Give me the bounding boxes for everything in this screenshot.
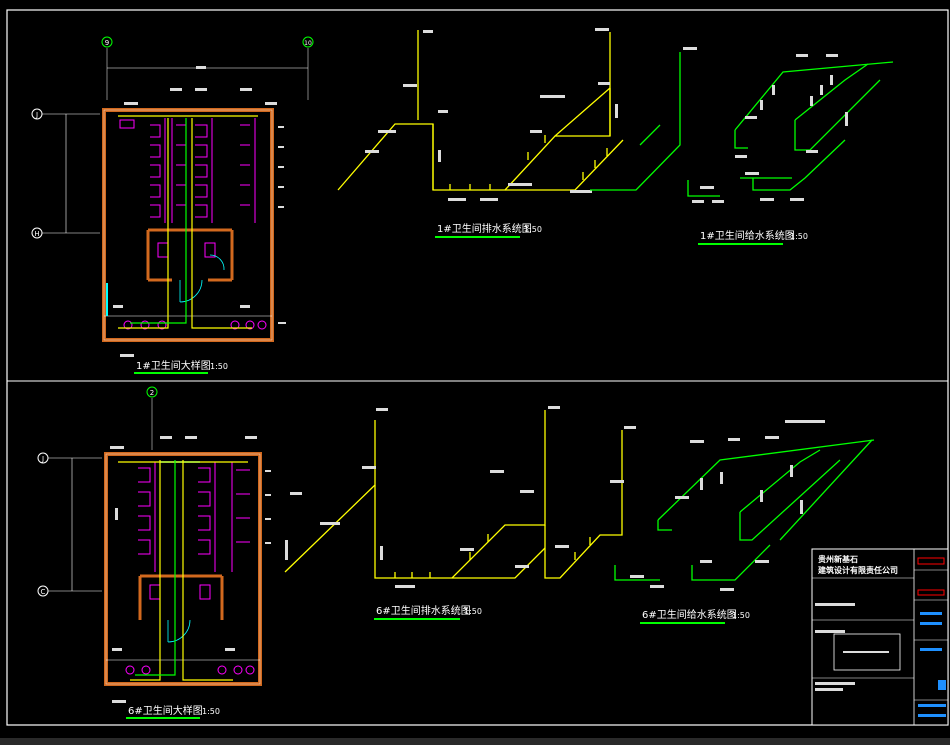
company-name-line2: 建筑设计有限责任公司	[817, 565, 898, 575]
title-drain-6: 6#卫生间排水系统图	[376, 604, 471, 617]
plan-1-stalls-right	[195, 118, 256, 223]
supply-6-annotations	[630, 420, 825, 591]
axis-label-j-1: J	[35, 111, 38, 119]
plan-6-pipes	[118, 460, 248, 681]
title-drain-1: 1#卫生间排水系统图	[437, 222, 532, 235]
plan-6-group: 2 J C	[37, 386, 271, 719]
title-supply-6: 6#卫生间给水系统图	[642, 608, 737, 621]
supply-1-annotations	[683, 47, 848, 203]
title-block: 贵州新基石 建筑设计有限责任公司	[811, 548, 949, 726]
drawing-frame	[6, 9, 949, 726]
plan-1-stalls-left	[150, 118, 186, 223]
plan-1-group: 9 10 J H	[31, 36, 314, 374]
plan-1-annotations	[113, 66, 286, 357]
title-block-frame	[811, 548, 949, 726]
axis-label-j-6: J	[41, 455, 44, 463]
axis-label-2: 2	[150, 389, 154, 397]
scale-plan-6: 1:50	[202, 707, 220, 716]
scale-supply-1: 1:50	[790, 232, 808, 241]
title-block-note-box	[833, 633, 901, 671]
plan-6-stalls	[125, 462, 255, 675]
drain-1-annotations	[365, 28, 618, 201]
axis-bubble-10	[302, 36, 314, 48]
bottom-status-strip	[0, 738, 950, 745]
scale-supply-6: 1:50	[732, 611, 750, 620]
drain-system-6	[284, 410, 623, 579]
plan-1-washbasins	[119, 119, 267, 330]
drain-6-annotations	[285, 406, 636, 588]
plan-1-door	[179, 279, 203, 303]
company-name-line1: 贵州新基石	[818, 554, 858, 564]
plan-6-annotations	[110, 436, 271, 703]
title-block-red-tag-2	[917, 589, 945, 596]
title-supply-1: 1#卫生间给水系统图	[700, 229, 795, 242]
axis-bubble-9	[101, 36, 113, 48]
title-plan-1: 1#卫生间大样图	[136, 359, 211, 372]
axis-label-h-1: H	[34, 230, 39, 238]
scale-drain-6: 1:50	[464, 607, 482, 616]
axis-label-9: 9	[105, 39, 109, 47]
scale-drain-1: 1:50	[524, 225, 542, 234]
title-block-red-tag-1	[917, 557, 945, 565]
plan-1-pipes	[118, 115, 258, 329]
drain-system-1	[337, 30, 624, 191]
plan-6-door	[167, 619, 191, 643]
scale-plan-1: 1:50	[210, 362, 228, 371]
title-plan-6: 6#卫生间大样图	[128, 704, 203, 717]
axis-label-c-6: C	[41, 588, 46, 596]
axis-bubble-2	[146, 386, 158, 398]
axis-label-10: 10	[304, 40, 312, 47]
